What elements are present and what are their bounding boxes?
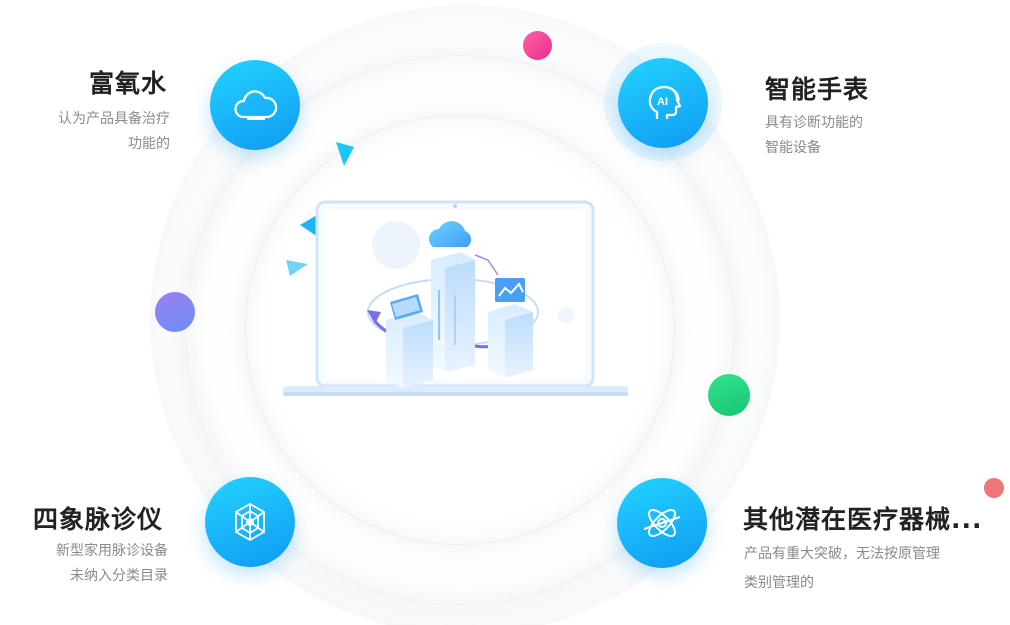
feature-icon-oxygen-water (210, 60, 300, 150)
decor-triangle (336, 142, 354, 166)
decor-dot-pink (523, 31, 552, 60)
feature-desc-oxygen-water: 认为产品具备治疗 功能的 (30, 107, 170, 157)
feature-icon-other-devices (617, 478, 707, 568)
feature-title-pulse-diagnosis: 四象脉诊仪 (33, 505, 164, 534)
laptop-cloud-illustration (283, 200, 628, 396)
decor-dot-purple (155, 292, 195, 332)
cloud-icon (234, 90, 278, 120)
web-network-icon (235, 502, 265, 542)
background-ring-middle (185, 55, 735, 605)
decor-triangle (286, 260, 308, 276)
feature-title-other-devices: 其他潜在医疗器械... (743, 505, 983, 534)
decor-dot-red (984, 478, 1004, 498)
desc-line: 未纳入分类目录 (70, 568, 168, 584)
feature-title-oxygen-water: 富氧水 (89, 69, 168, 98)
desc-line: 功能的 (128, 136, 170, 152)
atom-icon (643, 509, 681, 537)
desc-line: 类别管理的 (744, 575, 814, 591)
feature-icon-pulse-diagnosis (205, 477, 295, 567)
feature-desc-other-devices: 产品有重大突破，无法按原管理 类别管理的 (744, 540, 1004, 598)
feature-icon-smart-watch: AI (618, 58, 708, 148)
ai-badge: AI (657, 96, 668, 108)
decor-dot-green (708, 374, 750, 416)
feature-desc-smart-watch: 具有诊断功能的 智能设备 (765, 111, 965, 161)
desc-line: 认为产品具备治疗 (58, 111, 170, 127)
desc-line: 产品有重大突破，无法按原管理 (744, 546, 940, 562)
feature-desc-pulse-diagnosis: 新型家用脉诊设备 未纳入分类目录 (0, 539, 168, 589)
desc-line: 具有诊断功能的 (765, 115, 863, 131)
feature-title-smart-watch: 智能手表 (765, 75, 870, 104)
ai-head-icon: AI (648, 85, 682, 119)
background-ring-inner (245, 115, 675, 545)
desc-line: 新型家用脉诊设备 (56, 543, 168, 559)
desc-line: 智能设备 (765, 140, 821, 156)
